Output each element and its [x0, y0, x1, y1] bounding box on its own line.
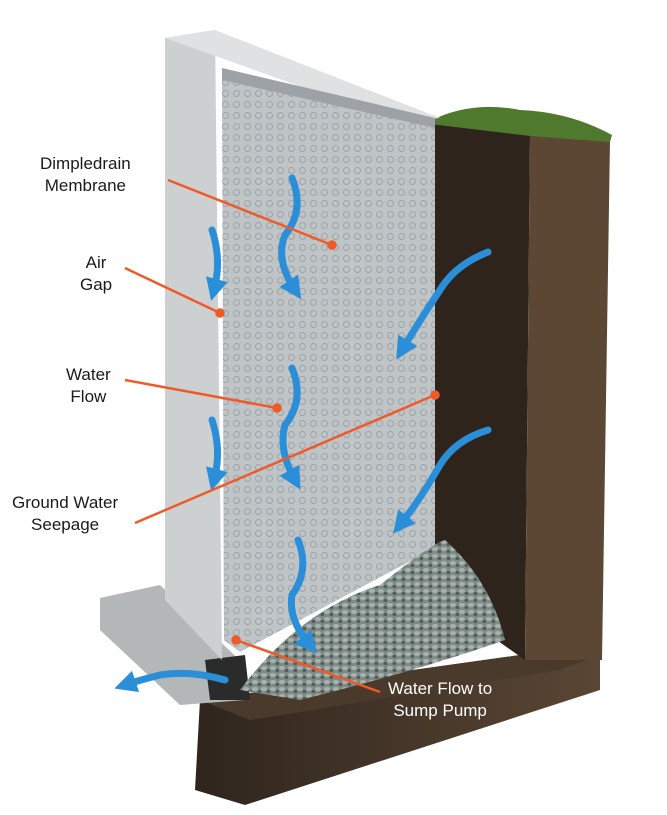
concrete-wall-top	[165, 30, 440, 122]
membrane-dimples	[222, 72, 435, 652]
seepage-arrow	[393, 426, 492, 534]
label-line: Seepage	[31, 515, 100, 534]
seepage-arrow	[396, 248, 492, 360]
flow-arrow	[278, 174, 302, 300]
label-line: Flow	[70, 387, 107, 406]
concrete-wall-front	[165, 30, 222, 660]
flow-arrow	[287, 536, 318, 654]
label-line: Water	[66, 365, 111, 384]
label-water-flow: Water Flow	[66, 364, 111, 408]
leader-sump	[235, 638, 381, 694]
air-gap-arrow	[206, 226, 228, 301]
outflow-arrow	[114, 669, 229, 693]
air-gap-arrow	[206, 416, 228, 491]
label-line: Membrane	[44, 176, 126, 195]
label-line: Air	[85, 253, 107, 272]
leader-water-flow	[124, 378, 278, 410]
label-seepage: Ground Water Seepage	[12, 492, 118, 536]
leader-air-gap	[124, 266, 221, 315]
label-line: Water Flow to	[388, 679, 493, 698]
membrane-top-strip	[222, 68, 435, 128]
soil-block-front	[430, 120, 530, 660]
flow-arrow	[279, 364, 301, 490]
soil-base-top	[200, 655, 600, 720]
label-line: Sump Pump	[393, 701, 487, 720]
leader-membrane	[167, 178, 333, 247]
grass	[428, 106, 612, 142]
label-line: Gap	[80, 275, 113, 294]
label-membrane: Dimpledrain Membrane	[40, 153, 131, 197]
label-line: Dimpledrain	[40, 154, 131, 173]
drain-pipe	[205, 655, 250, 700]
leader-seepage	[134, 393, 436, 525]
gravel-pile	[240, 540, 505, 700]
label-air-gap: Air Gap	[80, 252, 112, 296]
soil-block-side	[525, 135, 610, 660]
label-line: Ground Water	[12, 493, 119, 512]
label-sump: Water Flow to Sump Pump	[388, 678, 492, 722]
